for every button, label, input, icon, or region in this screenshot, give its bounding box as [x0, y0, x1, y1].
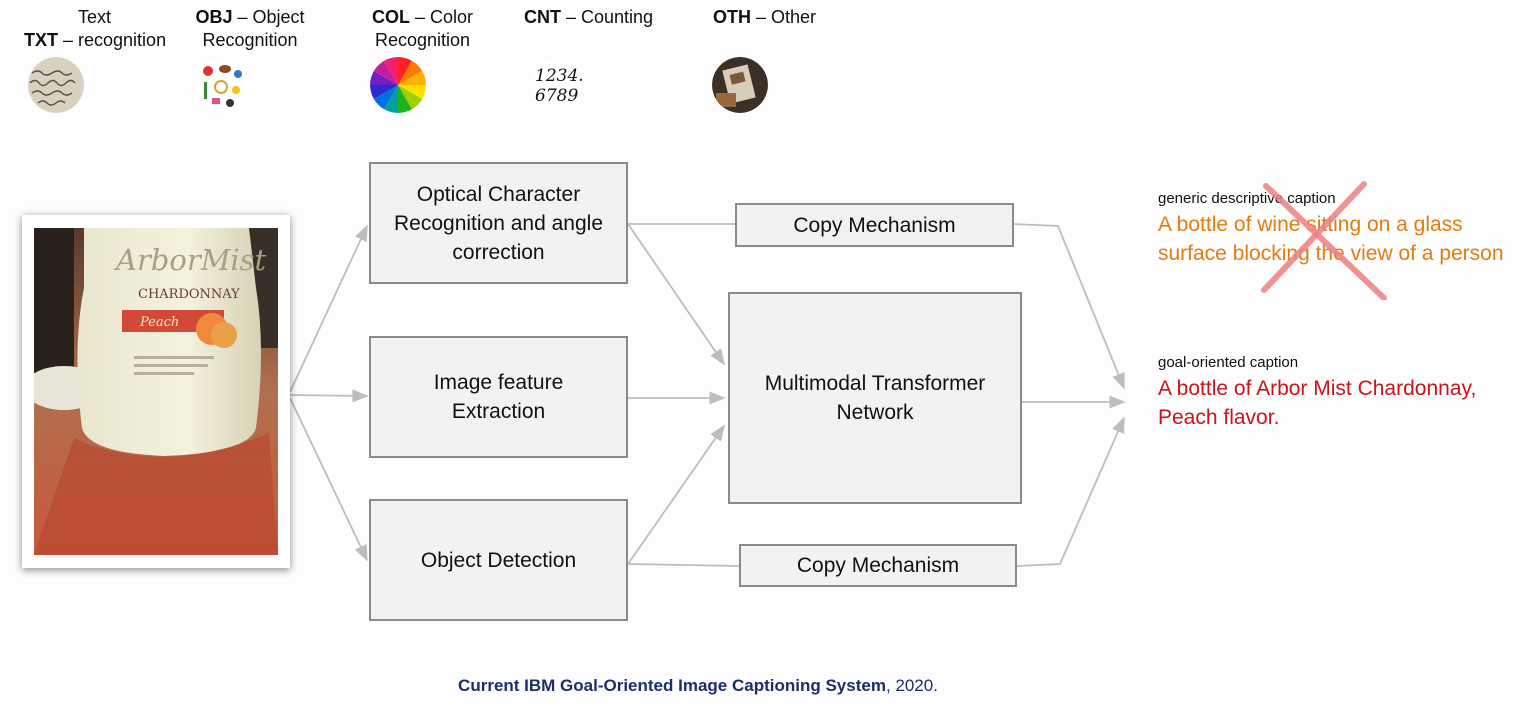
legend-oth: OTH – Other [713, 7, 817, 27]
legend-cnt: CNT – Counting [524, 7, 654, 27]
ocr-box: Optical Character Recognition and angle … [369, 162, 628, 284]
legend-col: COL – Color Recognition [371, 7, 474, 50]
cross-out-mark [1261, 181, 1387, 300]
objects-icon [194, 57, 250, 113]
copy-mechanism-bottom-label: Copy Mechanism [796, 554, 960, 577]
legend-txt: TXT – Text recognition [24, 7, 167, 50]
figure-caption-bold: Current IBM Goal-Oriented Image Captioni… [458, 676, 886, 695]
feature-extraction-box: Image feature Extraction [369, 336, 628, 458]
object-detection-box: Object Detection [369, 499, 628, 621]
copy-mechanism-bottom-box: Copy Mechanism [739, 544, 1017, 587]
feature-extraction-label: Image feature Extraction [433, 371, 564, 423]
photo-icon [712, 57, 768, 113]
numbers-line1: 1234. [535, 66, 584, 86]
ocr-box-label: Optical Character Recognition and angle … [394, 182, 603, 264]
photo-variety: CHARDONNAY [138, 287, 240, 302]
transformer-box: Multimodal Transformer Network [728, 292, 1022, 504]
generic-caption-label: generic descriptive caption [1158, 190, 1336, 207]
figure-caption-year: , 2020. [885, 676, 938, 695]
copy-mechanism-top-label: Copy Mechanism [793, 213, 956, 237]
figure-caption: Current IBM Goal-Oriented Image Captioni… [0, 676, 1396, 696]
input-photo: ArborMist CHARDONNAY Peach [22, 215, 290, 568]
photo-flavor: Peach [139, 315, 179, 330]
color-wheel-icon [370, 57, 426, 113]
numbers-line2: 6789 [535, 86, 578, 106]
transformer-label: Multimodal Transformer Network [764, 372, 986, 424]
object-detection-label: Object Detection [420, 548, 577, 572]
goal-caption-label: goal-oriented caption [1158, 354, 1299, 371]
wine-bottle-image: ArborMist CHARDONNAY Peach [34, 228, 278, 555]
legend-obj: OBJ – Object Recognition [195, 7, 305, 50]
goal-caption-text: A bottle of Arbor Mist Chardonnay, Peach… [1158, 377, 1477, 429]
numbers-icon: 1234. 6789 [530, 57, 586, 113]
generic-caption-text: A bottle of wine sitting on a glass surf… [1158, 213, 1504, 265]
photo-brand: ArborMist [113, 243, 267, 277]
handwriting-icon [28, 57, 84, 113]
copy-mechanism-top-box: Copy Mechanism [735, 203, 1014, 247]
